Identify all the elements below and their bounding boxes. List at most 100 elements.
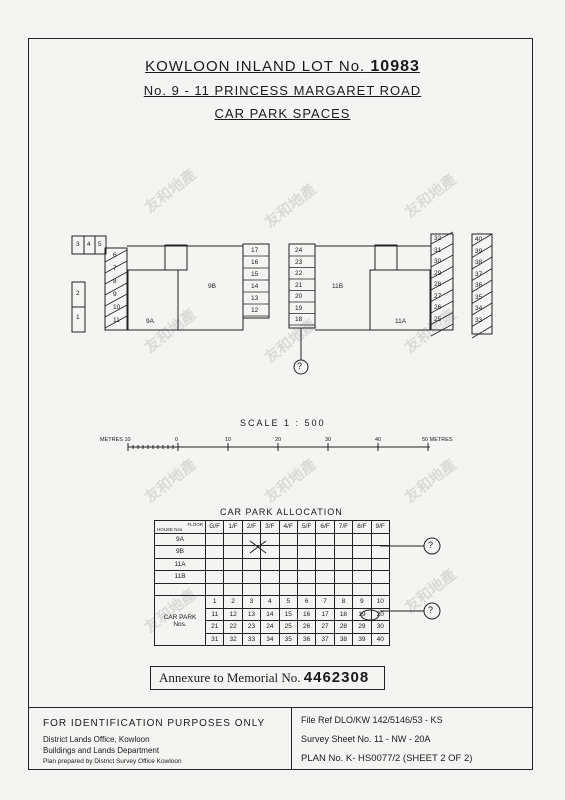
office-line-2: Buildings and Lands Department — [43, 746, 160, 755]
plan-space-label: 21 — [295, 281, 303, 289]
plan-space-label: 16 — [251, 259, 259, 266]
plan-space-label: 14 — [251, 283, 259, 290]
bay-line — [430, 243, 454, 256]
plan-space-label: 26 — [434, 304, 442, 311]
plan-space-label: 20 — [295, 293, 303, 300]
scale-tick-label: 50 METRES — [422, 437, 453, 443]
plan-space-label: 2 — [76, 290, 80, 297]
allocation-cell: 33 — [241, 632, 262, 646]
scale-tick-label: 0 — [175, 437, 179, 443]
plan-space-label: 22 — [295, 270, 303, 277]
plan-space-label: 38 — [475, 259, 483, 266]
plan-space-label: 6 — [113, 252, 117, 259]
plan-space-label: 15 — [251, 271, 259, 278]
header-floor: FLOOR — [187, 522, 203, 527]
bay-line — [430, 277, 454, 291]
allocation-cell: 32 — [223, 632, 243, 646]
scale-tick-label: 10 — [225, 437, 232, 443]
allocation-marker-2: ? — [428, 605, 434, 615]
sheet-border — [28, 38, 533, 770]
plan-space-label: 37 — [475, 270, 483, 278]
plan-space-label: 3 — [76, 241, 80, 248]
plan-space-label: 35 — [475, 293, 483, 301]
plan-space-label: 25 — [434, 315, 442, 323]
bay-line — [430, 323, 454, 337]
bay-line — [430, 254, 454, 268]
prepared-by: Plan prepared by District Survey Office … — [43, 758, 182, 765]
plan-space-label: 13 — [251, 295, 259, 302]
lot-title: KOWLOON INLAND LOT No. 10983 — [145, 58, 420, 75]
bay-line — [471, 256, 493, 270]
plan-number: PLAN No. K- HS0077/2 (SHEET 2 OF 2) — [301, 753, 473, 764]
survey-sheet: Survey Sheet No. 11 - NW - 20A — [301, 734, 431, 744]
bay-line — [430, 231, 454, 245]
address-title: No. 9 - 11 PRINCESS MARGARET ROAD — [143, 83, 422, 98]
bay-line — [104, 282, 128, 296]
footer: FOR IDENTIFICATION PURPOSES ONLY Distric… — [29, 707, 532, 770]
plan-space-label: 32 — [434, 235, 442, 242]
bay-line — [471, 279, 493, 293]
plan-space-label: 23 — [295, 258, 303, 266]
plan-space-label: 8 — [113, 278, 117, 285]
plan-space-label: 29 — [434, 269, 442, 277]
allocation-cell: 38 — [333, 632, 354, 646]
office-line-1: District Lands Office, Kowloon — [43, 735, 150, 744]
bay-line — [471, 233, 493, 247]
allocation-marker-1: ? — [428, 540, 434, 550]
plan-space-label: 27 — [434, 292, 442, 300]
plan-space-label: 31 — [434, 246, 442, 254]
allocation-cell: 35 — [278, 632, 298, 646]
plan-space-label: 28 — [434, 281, 442, 288]
bay-line — [104, 249, 128, 263]
plan-space-label: 11 — [113, 317, 120, 324]
plan-space-label: 36 — [475, 282, 483, 289]
header-house: HOUSE Nos — [157, 526, 183, 532]
plan-space-label: 9A — [146, 318, 154, 325]
identification-note: FOR IDENTIFICATION PURPOSES ONLY — [43, 718, 266, 729]
plan-space-label: 11B — [332, 283, 344, 290]
plan-space-label: 39 — [475, 247, 483, 255]
plan-marker: ? — [297, 361, 303, 371]
bay-line — [104, 315, 128, 329]
bay-line — [104, 293, 128, 307]
plan-space-label: 11A — [395, 318, 407, 325]
plan-space-label: 40 — [475, 236, 483, 243]
bay-line — [104, 304, 128, 318]
plan-space-label: 34 — [475, 305, 483, 312]
bay-line — [471, 268, 493, 281]
plan-space-label: 18 — [295, 316, 303, 323]
annexure-box: Annexure to Memorial No. 4462308 — [150, 666, 385, 690]
scale-title: SCALE 1 : 500 — [240, 418, 326, 428]
plan-space-label: 5 — [98, 241, 102, 248]
bay-line — [471, 302, 493, 316]
plan-space-label: 9 — [113, 291, 117, 298]
allocation-cell: 40 — [370, 632, 390, 646]
file-ref: File Ref DLO/KW 142/5146/53 - KS — [301, 715, 443, 725]
car-park-label: CAR PARK — [163, 613, 197, 621]
plan-space-label: 1 — [76, 314, 80, 321]
scale-tick-label: 20 — [275, 437, 282, 443]
bay-line — [430, 289, 454, 302]
bay-line — [471, 325, 493, 339]
bay-line — [430, 266, 454, 279]
scale-tick-label: METRES 10 — [100, 437, 131, 443]
plan-space-label: 12 — [251, 307, 259, 314]
plan-space-label: 30 — [434, 258, 442, 265]
plan-space-label: 4 — [87, 241, 91, 248]
scale-tick-label: 30 — [325, 437, 332, 443]
bay-line — [471, 245, 493, 258]
plan-space-label: 7 — [113, 265, 117, 272]
scale-tick-label: 40 — [375, 437, 382, 443]
allocation-cell: FLOOR HOUSE Nos — [154, 520, 206, 534]
bay-line — [430, 312, 454, 325]
bay-line — [471, 314, 493, 327]
plan-space-label: 33 — [475, 316, 483, 324]
plan-space-label: 17 — [251, 247, 259, 254]
bay-line — [471, 291, 493, 304]
plan-space-label: 10 — [113, 304, 121, 311]
allocation-title: CAR PARK ALLOCATION — [220, 507, 343, 517]
bay-line — [430, 300, 454, 314]
